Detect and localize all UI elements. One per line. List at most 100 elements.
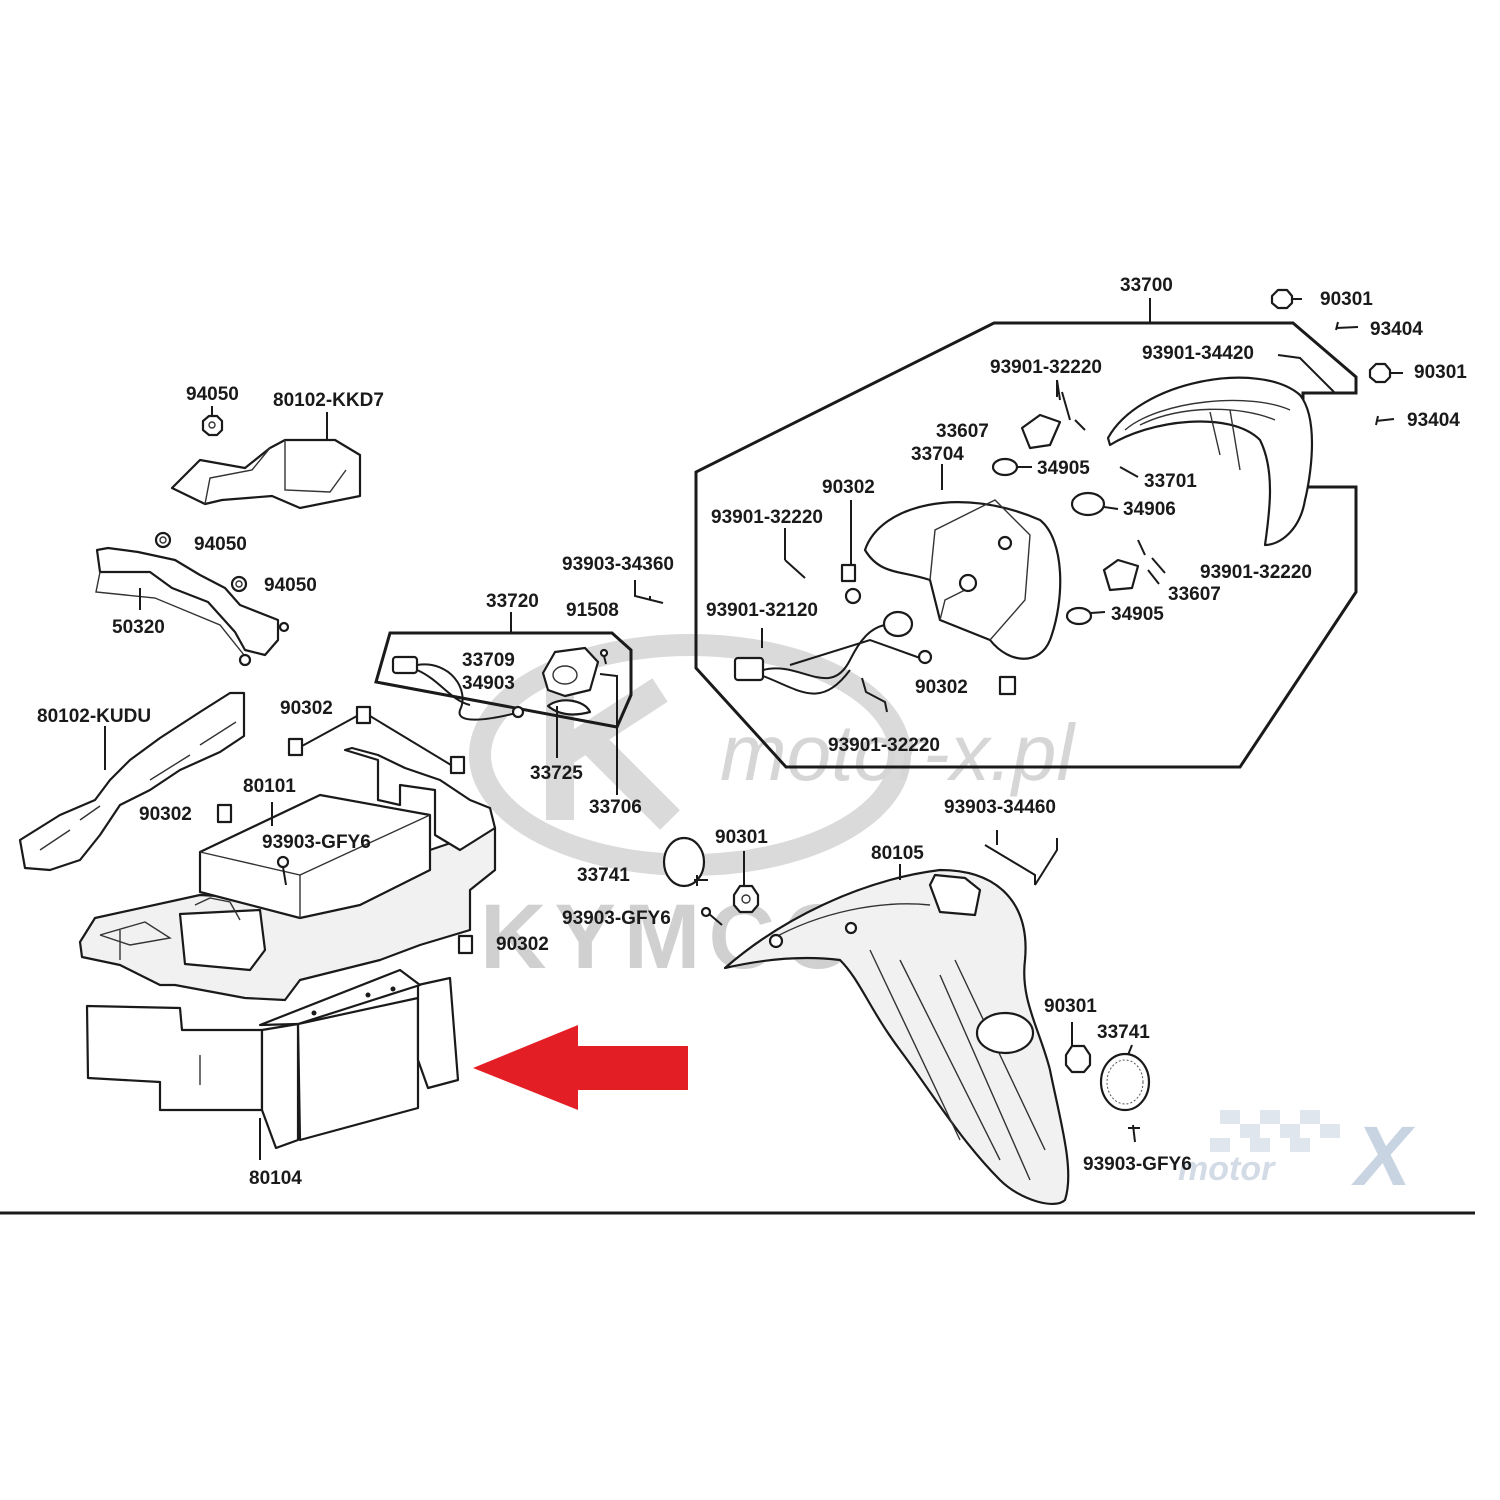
label-90302-e: 90302 xyxy=(915,677,968,698)
nut-94050-c xyxy=(230,575,248,593)
screw-91508 xyxy=(599,648,609,665)
mud-plate-80104 xyxy=(85,968,460,1150)
clip-90302-a2 xyxy=(287,737,304,757)
clip-90302-c xyxy=(457,934,474,955)
tail-housing-33704 xyxy=(863,499,1062,660)
clip-90302-b xyxy=(216,803,233,824)
label-90301-a: 90301 xyxy=(1320,289,1373,310)
screw-93903-gfy6-b xyxy=(700,906,723,926)
reflector-33741-b xyxy=(1099,1052,1151,1112)
label-34905-b: 34905 xyxy=(1111,604,1164,625)
label-93901-34420: 93901-34420 xyxy=(1142,343,1254,364)
screw-93903-34360 xyxy=(634,580,664,604)
screw-93901-32220-b xyxy=(784,528,806,579)
rear-fender-80105 xyxy=(723,868,1070,1205)
screw-93903-34460 xyxy=(984,830,1036,885)
label-33706: 33706 xyxy=(589,797,642,818)
label-34906: 34906 xyxy=(1123,499,1176,520)
label-93901-32220-b: 93901-32220 xyxy=(711,507,823,528)
label-90301-c: 90301 xyxy=(715,827,768,848)
label-33701: 33701 xyxy=(1144,471,1197,492)
label-94050-c: 94050 xyxy=(264,575,317,596)
clip-90302-d xyxy=(840,500,857,583)
nut-90301-d xyxy=(1064,1044,1092,1074)
screw-93901-34420 xyxy=(1277,354,1335,393)
nut-90301-b xyxy=(1368,362,1403,384)
bulb-34905-a xyxy=(991,457,1032,477)
bulb-34906 xyxy=(1070,491,1119,517)
label-90302-b: 90302 xyxy=(139,804,192,825)
label-93901-32220-d: 93901-32220 xyxy=(828,735,940,756)
label-80105: 80105 xyxy=(871,843,924,864)
label-93903-gfy6-c: 93903-GFY6 xyxy=(1083,1154,1192,1175)
clip-90302-a-leaders xyxy=(301,715,452,766)
label-33704: 33704 xyxy=(911,444,964,465)
label-80102-kudu: 80102-KUDU xyxy=(37,706,151,727)
label-90301-b: 90301 xyxy=(1414,362,1467,383)
license-lens-33725 xyxy=(546,699,592,716)
label-93404-a: 93404 xyxy=(1370,319,1423,340)
foam-pad-80102-kudu xyxy=(18,691,246,872)
reflector-33741-a xyxy=(662,836,708,888)
nut-90301-c xyxy=(732,884,760,914)
leader-33607-b xyxy=(1147,569,1160,585)
screw-93903-gfy6-a xyxy=(276,855,290,886)
logo-letter: X xyxy=(1351,1109,1416,1203)
label-93903-gfy6-a: 93903-GFY6 xyxy=(262,832,371,853)
bracket-50320 xyxy=(95,546,290,667)
leader-33701 xyxy=(1119,466,1139,478)
bracket-80102-kkd7 xyxy=(170,438,362,510)
part-labels: 94050 80102-KKD7 94050 94050 50320 80102… xyxy=(37,275,1467,1189)
label-94050-a: 94050 xyxy=(186,384,239,405)
tail-harness xyxy=(733,587,933,695)
label-93901-32220-c: 93901-32220 xyxy=(1200,562,1312,583)
label-33741-b: 33741 xyxy=(1097,1022,1150,1043)
label-90302-a: 90302 xyxy=(280,698,333,719)
watermark-site-text: motor-x.pl xyxy=(720,708,1076,797)
label-80104: 80104 xyxy=(249,1168,302,1189)
leader-33706 xyxy=(599,673,618,795)
nut-94050-b xyxy=(154,531,172,549)
label-34905-a: 34905 xyxy=(1037,458,1090,479)
label-90301-d: 90301 xyxy=(1044,996,1097,1017)
label-33607-a: 33607 xyxy=(936,421,989,442)
tail-lens-33701 xyxy=(1106,376,1314,547)
screw-93901-32220-d xyxy=(861,677,888,713)
label-94050-b: 94050 xyxy=(194,534,247,555)
label-93901-32120: 93901-32120 xyxy=(706,600,818,621)
leader-lines xyxy=(104,380,1133,1160)
bulb-34905-b xyxy=(1065,606,1106,626)
license-light-housing-33709 xyxy=(541,646,600,698)
label-91508: 91508 xyxy=(566,600,619,621)
screw-93404-b xyxy=(1375,415,1395,426)
logo-word: motor xyxy=(1178,1150,1276,1188)
label-34903: 34903 xyxy=(462,673,515,694)
label-33700: 33700 xyxy=(1120,275,1173,296)
label-93901-32220-a: 93901-32220 xyxy=(990,357,1102,378)
label-90302-d: 90302 xyxy=(822,477,875,498)
label-33607-b: 33607 xyxy=(1168,584,1221,605)
label-93903-34360: 93903-34360 xyxy=(562,554,674,575)
nut-94050-a xyxy=(201,414,224,437)
label-33725: 33725 xyxy=(530,763,583,784)
label-33741-a: 33741 xyxy=(577,865,630,886)
screw-93404-a xyxy=(1335,321,1359,331)
underseat-tray-80101 xyxy=(78,746,497,1002)
label-33709: 33709 xyxy=(462,650,515,671)
license-light-harness xyxy=(391,655,525,721)
socket-bracket-33607-b xyxy=(1102,558,1140,592)
foam-pad-texture xyxy=(39,721,237,851)
screw-93901-32220-a xyxy=(1056,379,1086,431)
red-arrow-indicator xyxy=(473,1025,688,1110)
screw-93903-gfy6-c xyxy=(1128,1124,1140,1143)
label-80101: 80101 xyxy=(243,776,296,797)
screw-93901-32220-c xyxy=(1137,539,1166,574)
nut-90301-a xyxy=(1270,288,1302,310)
clip-90302-e xyxy=(998,675,1017,696)
clip-90302-a3 xyxy=(449,755,466,775)
label-93903-34460: 93903-34460 xyxy=(944,797,1056,818)
clip-90302-a xyxy=(355,705,372,725)
group-frame-33720 xyxy=(374,631,633,729)
